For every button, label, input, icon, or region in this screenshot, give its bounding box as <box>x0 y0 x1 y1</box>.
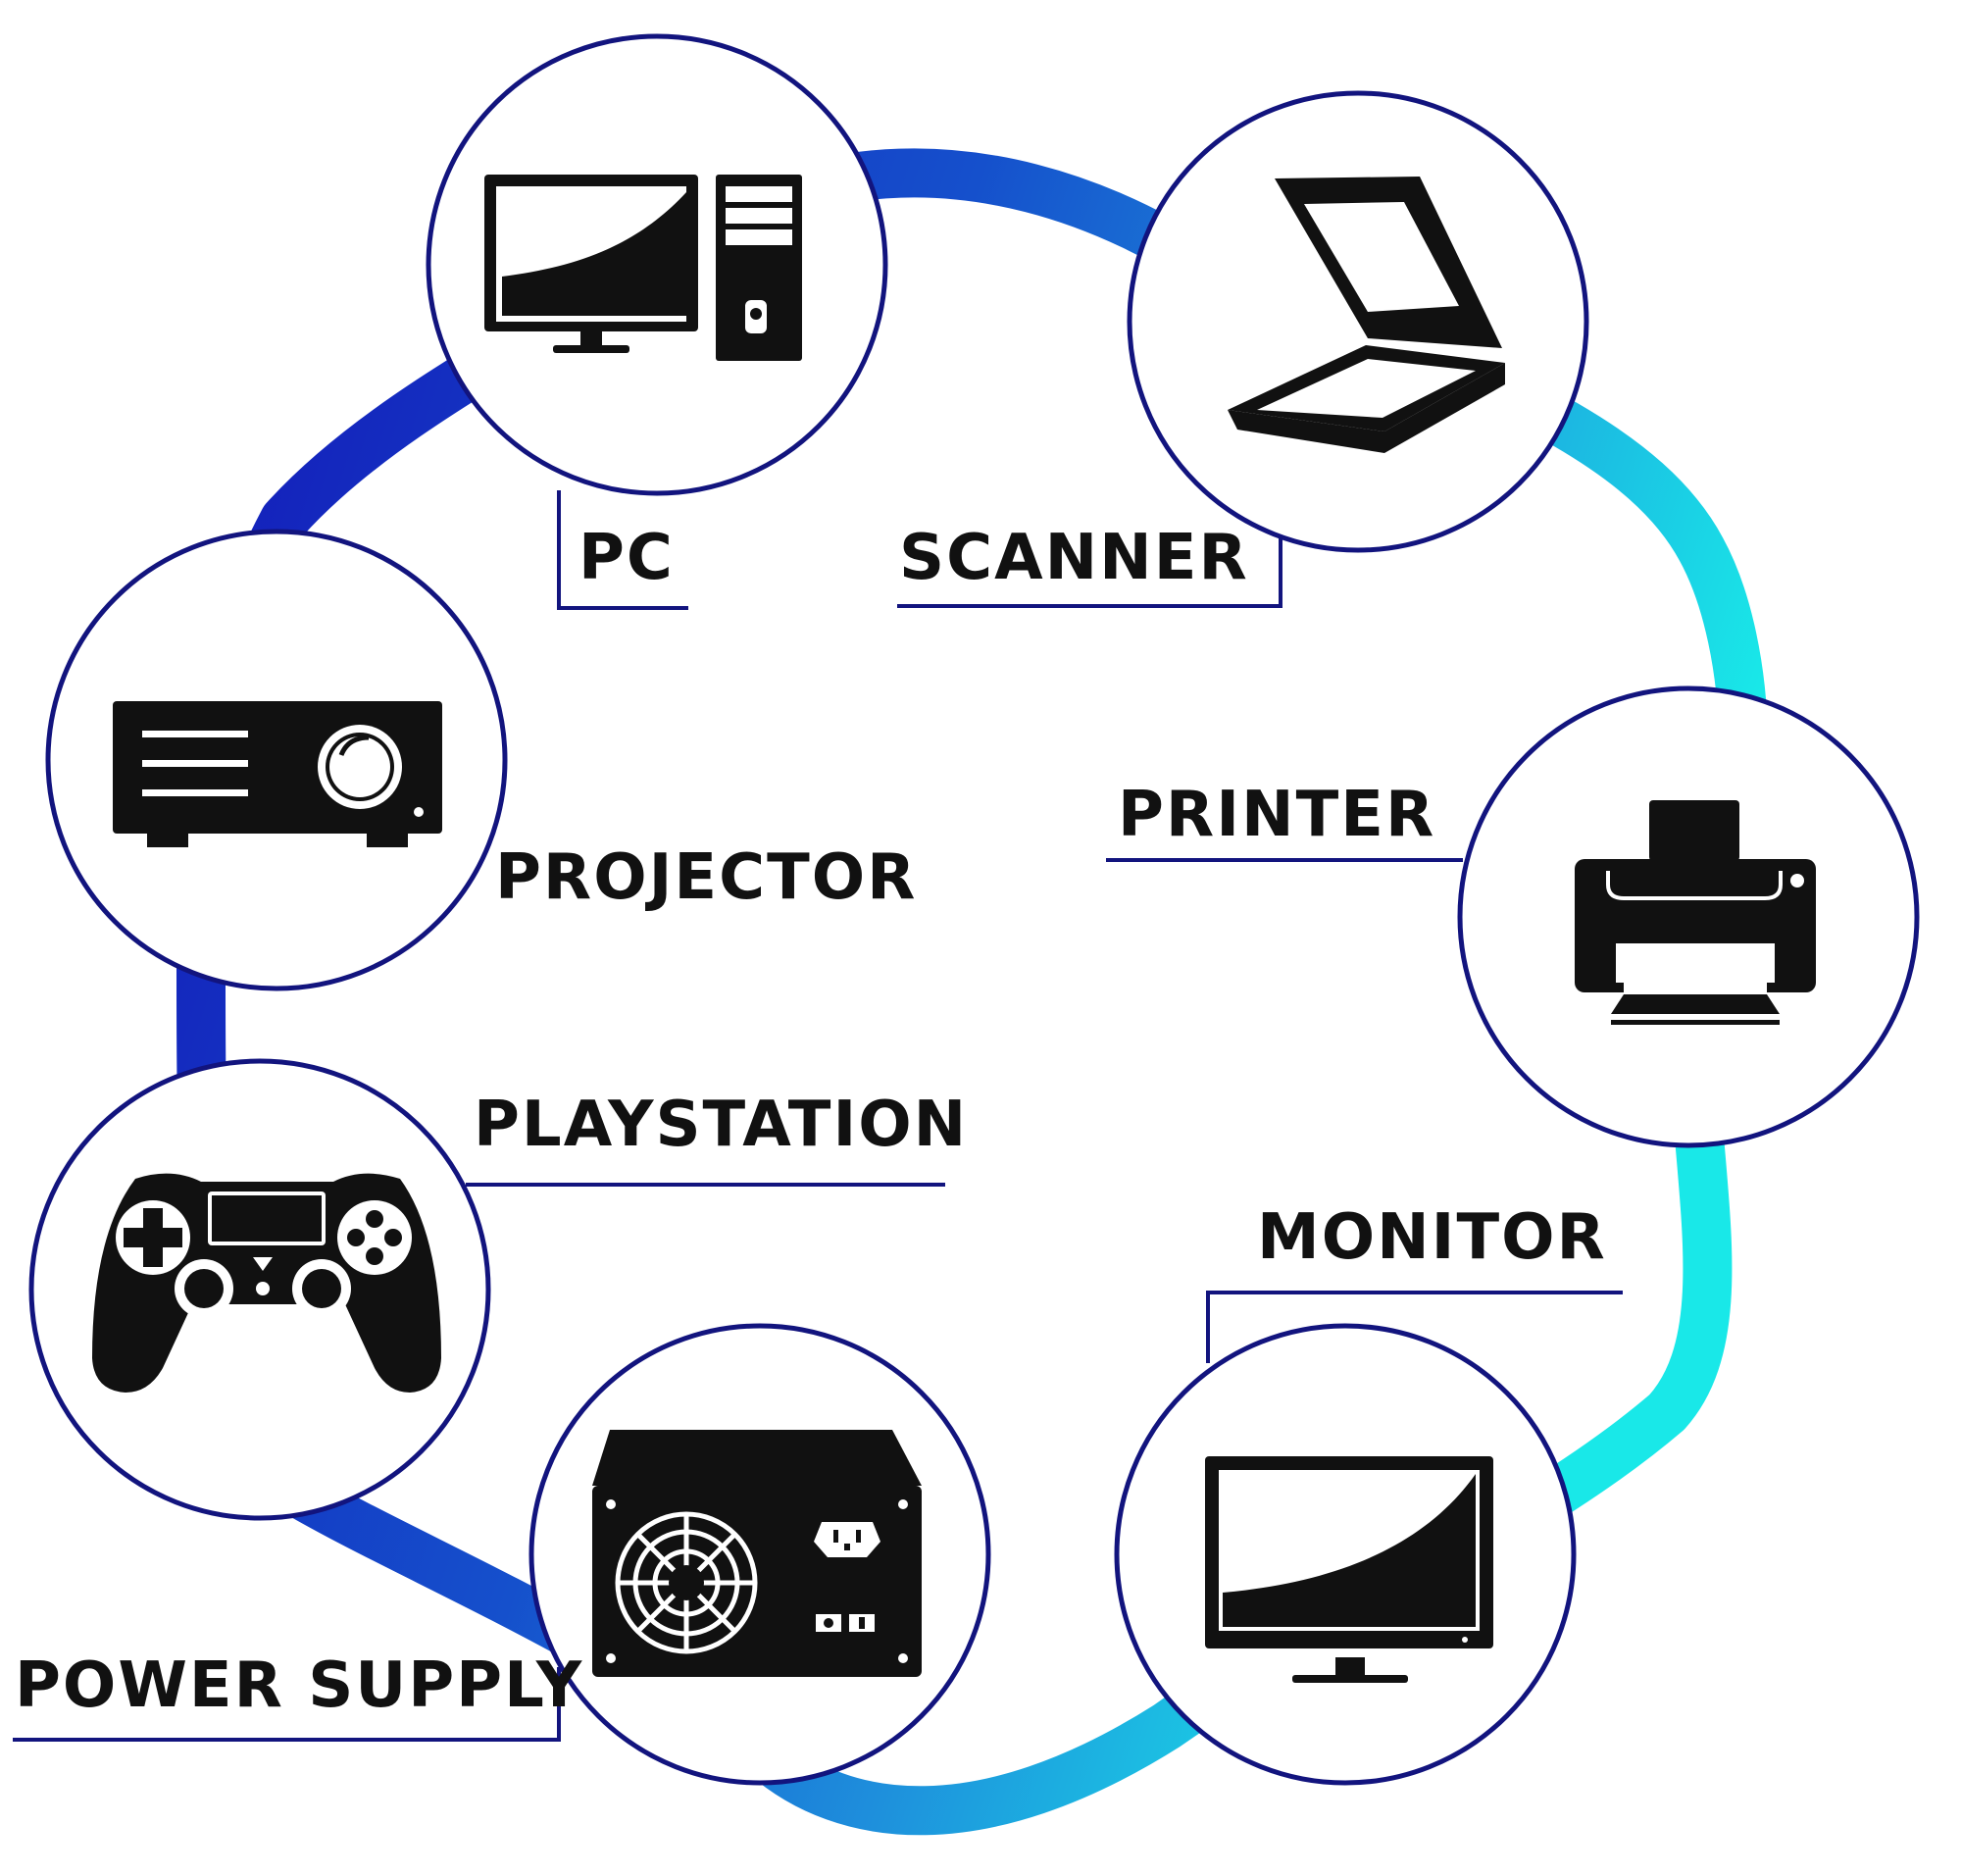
projector-label: PROJECTOR <box>495 841 917 914</box>
scanner-label: SCANNER <box>899 522 1249 594</box>
pc-label: PC <box>578 522 675 594</box>
node-labels: PC SCANNER PRINTER MONITOR POWER SUPPLY … <box>15 522 1607 1722</box>
leader-lines <box>13 490 1623 1742</box>
monitor-label: MONITOR <box>1257 1201 1607 1274</box>
projector-icon <box>113 701 442 847</box>
monitor-leader-line <box>1206 1291 1623 1363</box>
scanner-icon <box>1228 177 1505 453</box>
pc-leader-line <box>557 490 688 610</box>
playstation-label: PLAYSTATION <box>474 1089 968 1161</box>
scanner-circle <box>1127 90 1589 553</box>
power-supply-icon <box>592 1430 922 1677</box>
monitor-icon <box>1205 1456 1493 1683</box>
pc-icon <box>484 175 802 361</box>
scanner-leader-line <box>897 537 1282 608</box>
power-supply-label: POWER SUPPLY <box>15 1649 583 1722</box>
gamepad-icon <box>92 1173 441 1393</box>
power-supply-leader-line <box>13 1667 561 1742</box>
printer-label: PRINTER <box>1118 779 1435 851</box>
printer-icon <box>1575 800 1816 1025</box>
